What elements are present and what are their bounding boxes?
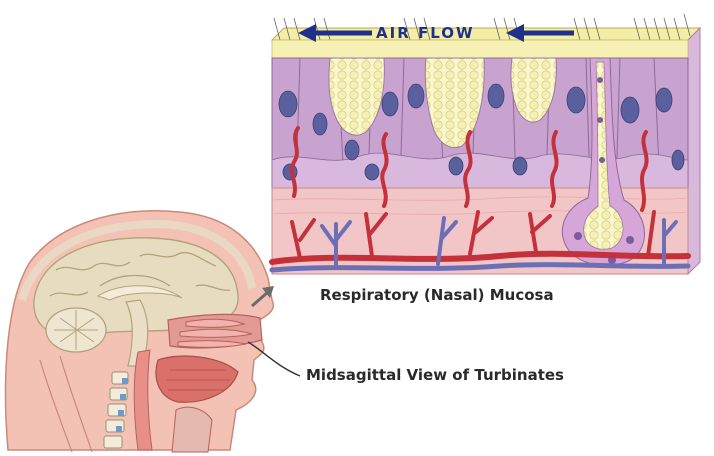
mucus-layer: [272, 40, 688, 58]
turbinates: [178, 319, 252, 347]
head-midsagittal: [6, 211, 274, 452]
mucosa-label: Respiratory (Nasal) Mucosa: [320, 286, 554, 304]
turbinates-label: Midsagittal View of Turbinates: [306, 366, 564, 384]
air-flow-label: AIR FLOW: [376, 24, 475, 42]
mucosa-block: [272, 14, 700, 274]
